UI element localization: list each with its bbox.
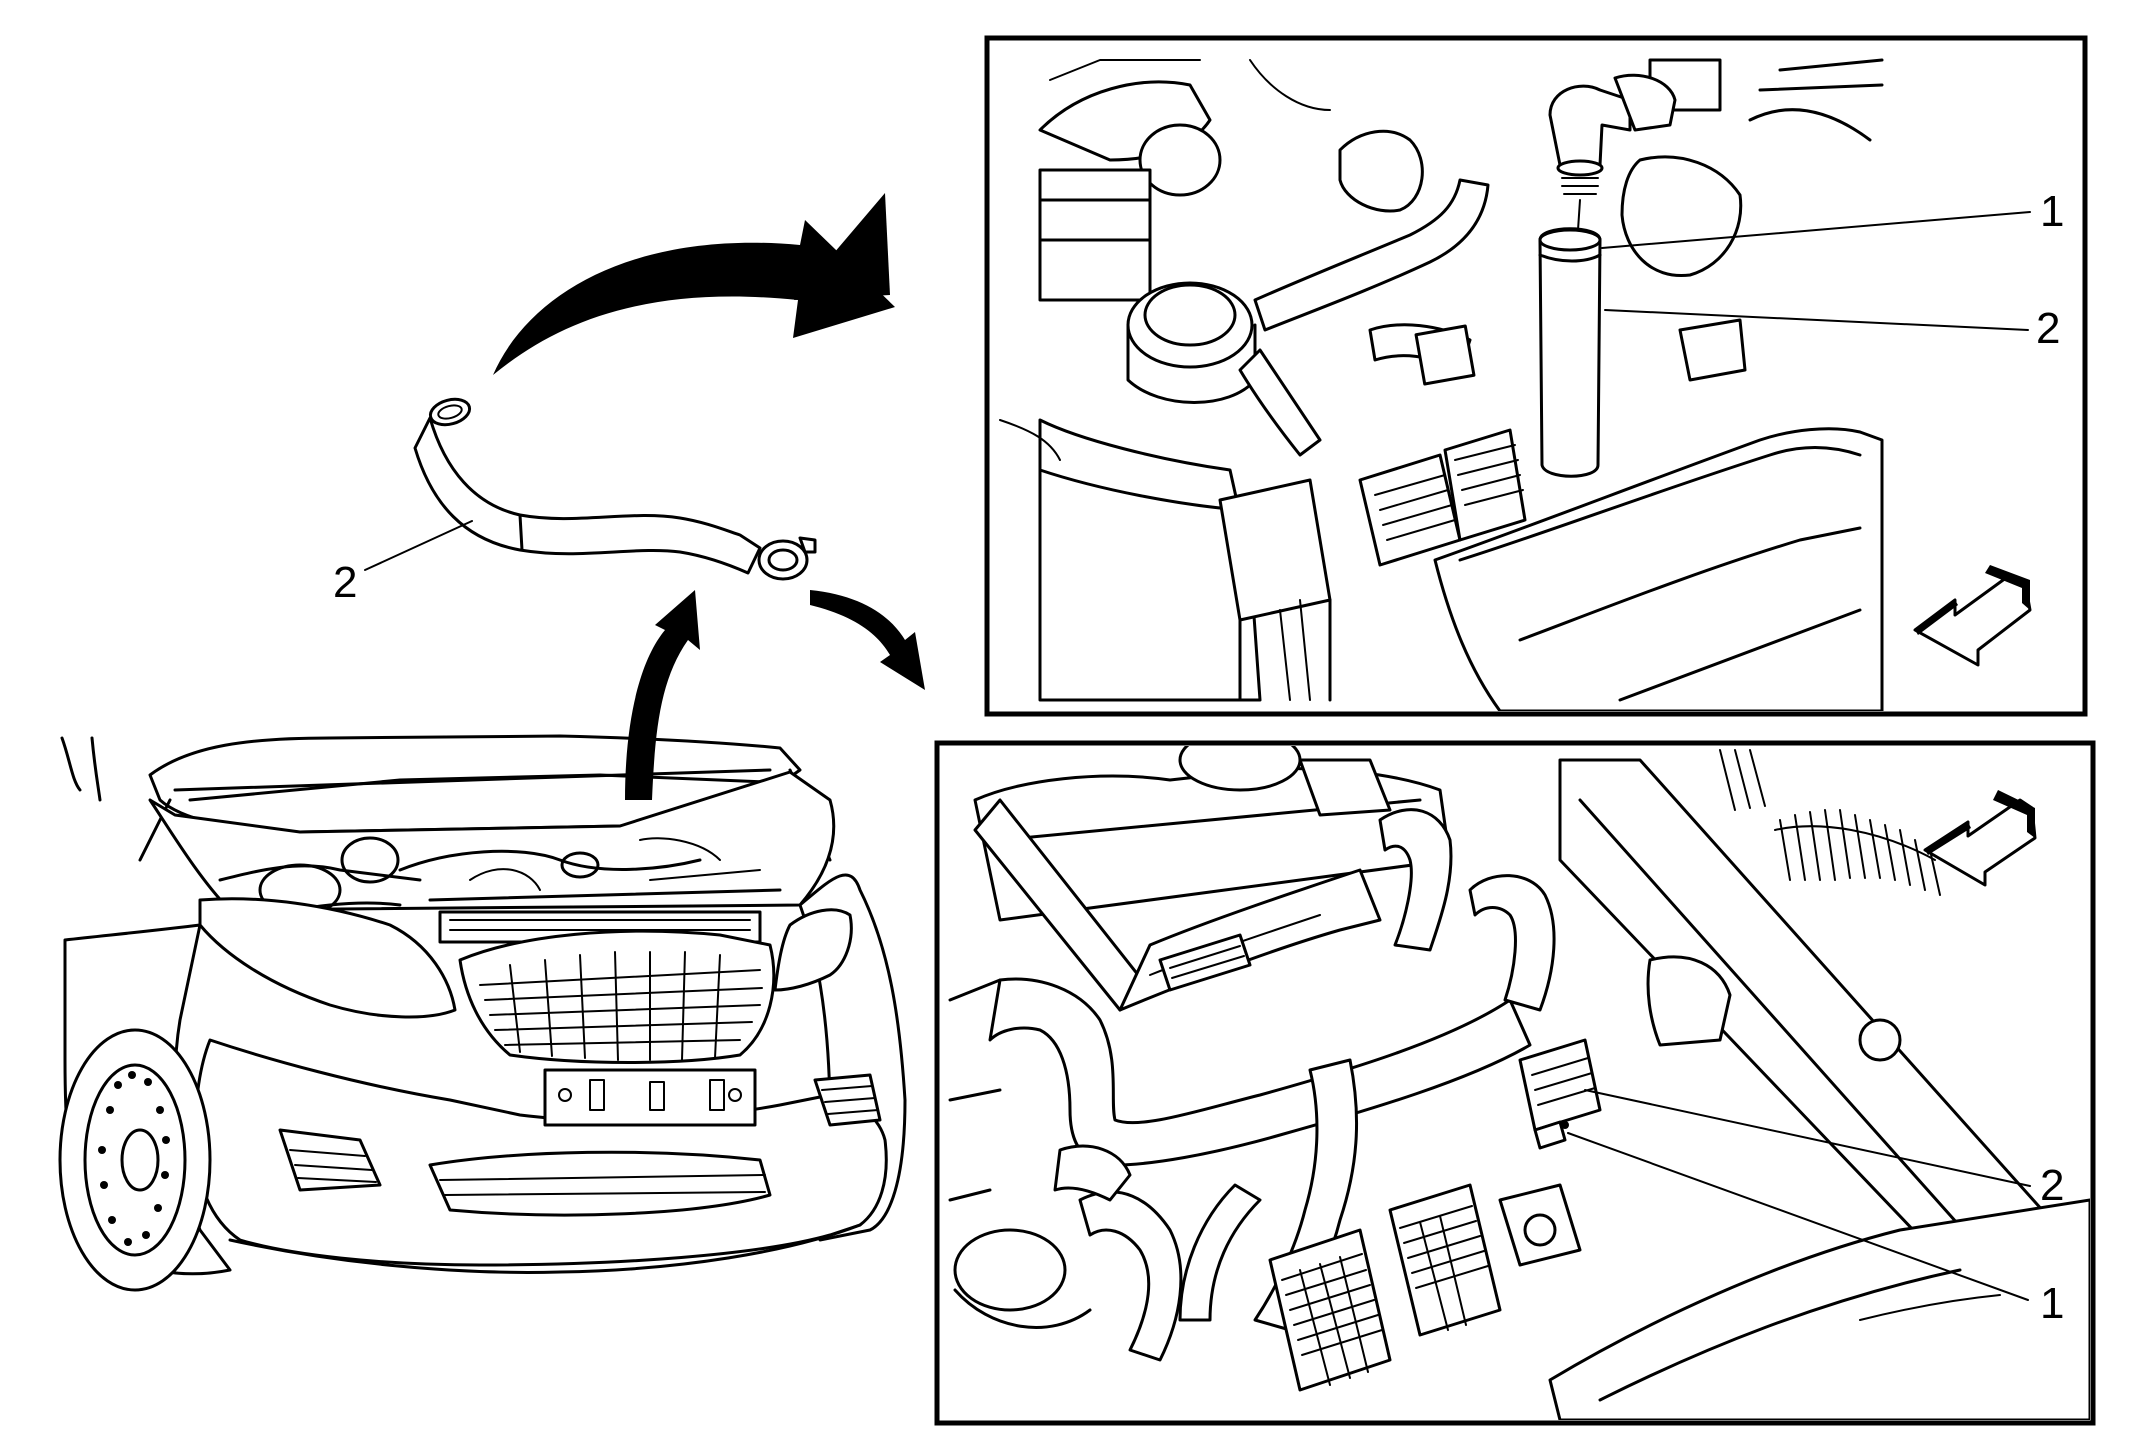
flow-arrows bbox=[493, 193, 925, 800]
top-panel-callout-2: 2 bbox=[2036, 304, 2060, 353]
detail-panel-bottom: 2 1 bbox=[934, 740, 2096, 1426]
detail-panel-top: 1 2 bbox=[984, 35, 2088, 717]
forward-direction-arrow-icon bbox=[1913, 565, 2032, 667]
top-panel-callout-1: 1 bbox=[2040, 187, 2064, 236]
bottom-panel-callout-1: 1 bbox=[2040, 1279, 2064, 1328]
coolant-hose-part bbox=[413, 397, 817, 581]
hose-callout-label: 2 bbox=[333, 558, 357, 607]
bottom-panel-callout-2: 2 bbox=[2040, 1161, 2064, 1210]
forward-direction-arrow-icon bbox=[1923, 790, 2037, 887]
hose-callout: 2 bbox=[333, 520, 473, 607]
vehicle-front-view bbox=[58, 734, 907, 1292]
